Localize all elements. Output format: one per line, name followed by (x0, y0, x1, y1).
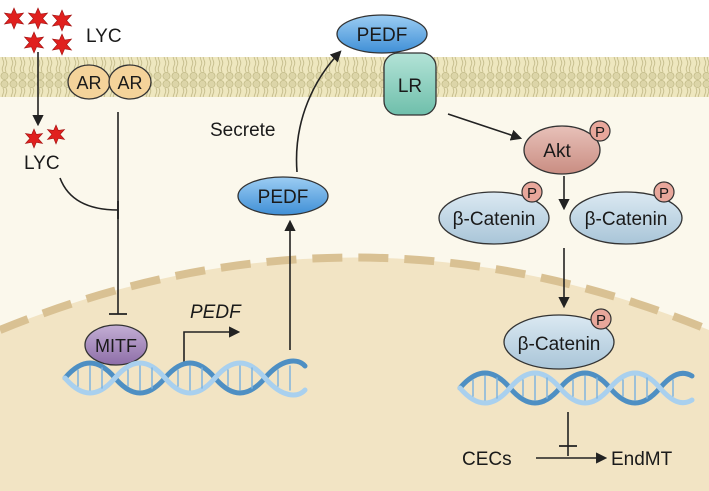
beta-catenin-left-label: β-Catenin (453, 209, 536, 230)
ar-receptor-left: AR (67, 64, 111, 100)
beta-catenin-right-label: β-Catenin (585, 209, 668, 230)
beta-catenin-nuclear-label: β-Catenin (518, 334, 601, 355)
pedf-label-mid: PEDF (258, 187, 309, 208)
lyc-inhibition-curve (59, 177, 119, 211)
dna-helix-left (62, 358, 308, 398)
pedf-protein-cytoplasm: PEDF (237, 176, 329, 216)
catenin-left-phospho-icon (521, 181, 543, 203)
lr-to-akt-arrow (447, 113, 523, 141)
catenin-right-phospho-icon (653, 181, 675, 203)
catenin-nuclear-phospho-label: P (596, 312, 606, 329)
ar-label-left: AR (76, 73, 101, 93)
lr-receptor: LR (383, 52, 437, 116)
beta-catenin-right: β-Catenin P (569, 181, 683, 245)
nuclear-envelope (0, 253, 709, 334)
lyc-label-inside: LYC (24, 153, 60, 174)
catenin-nuclear-phospho-icon (590, 308, 612, 330)
akt-label: Akt (543, 141, 571, 162)
ar-receptor-right: AR (108, 64, 152, 100)
mitf-protein: MITF (84, 324, 148, 366)
akt-phospho-icon (589, 120, 611, 142)
cecs-label: CECs (462, 449, 512, 470)
akt-phospho-label: P (595, 124, 605, 141)
transcription-start-arrow (183, 326, 241, 362)
catenin-right-phospho-label: P (659, 185, 669, 202)
lyc-molecules-extracellular (3, 7, 73, 56)
pedf-label-top: PEDF (357, 25, 408, 46)
beta-catenin-nuclear: β-Catenin P (503, 308, 615, 370)
ar-label-right: AR (117, 73, 142, 93)
dna-helix-right (457, 370, 695, 406)
lyc-label-top: LYC (86, 26, 122, 47)
secretion-arrow (295, 50, 342, 173)
mitf-label: MITF (95, 336, 137, 356)
pedf-gene-label: PEDF (190, 302, 242, 323)
beta-catenin-left: β-Catenin P (438, 181, 550, 245)
catenin-left-phospho-label: P (527, 185, 537, 202)
nucleus (0, 257, 709, 491)
lr-label: LR (398, 76, 422, 97)
lyc-molecules-intracellular (24, 124, 66, 149)
pedf-protein-extracellular: PEDF (336, 14, 428, 54)
secrete-label: Secrete (210, 120, 275, 141)
endmt-label: EndMT (611, 449, 673, 470)
akt-protein: Akt P (523, 120, 611, 175)
